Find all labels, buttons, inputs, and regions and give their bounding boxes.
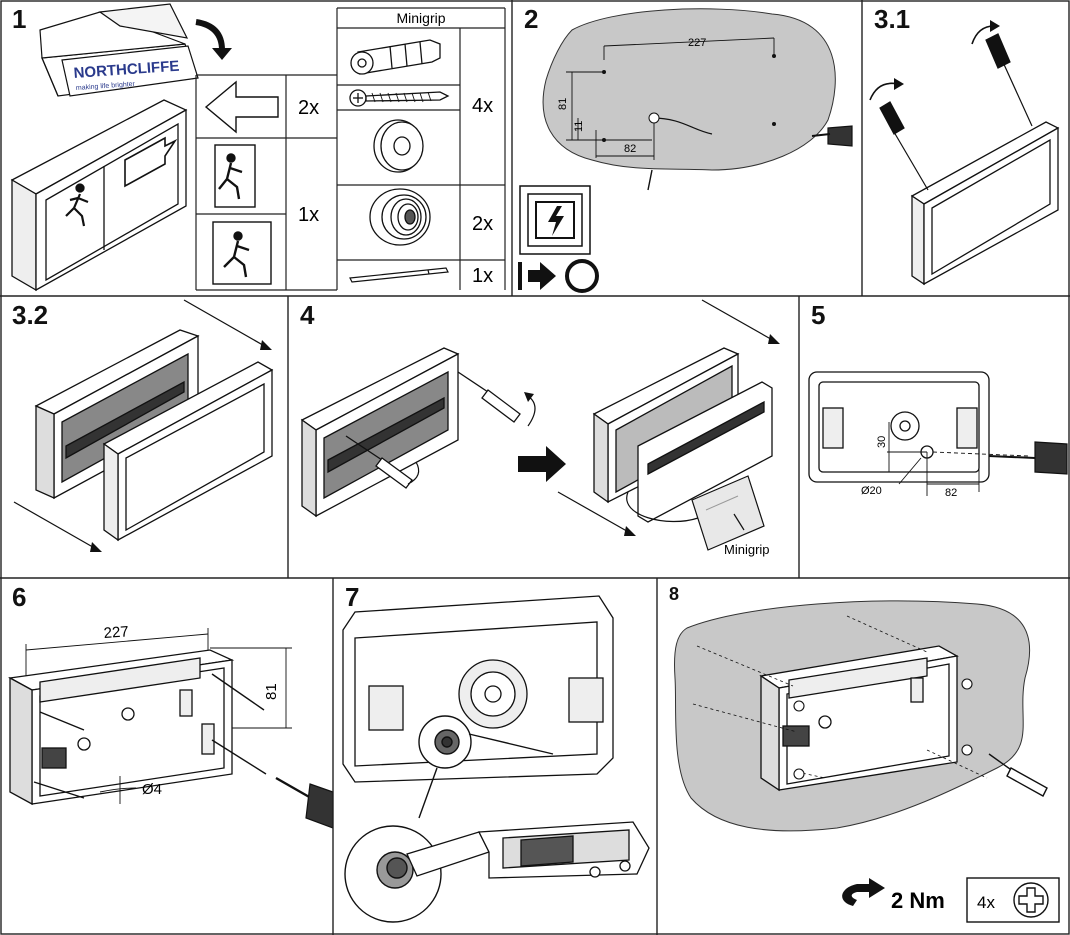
washer-icon bbox=[373, 119, 424, 173]
dim-82: 82 bbox=[624, 143, 636, 155]
next-arrow-icon bbox=[518, 446, 566, 482]
step-8-illustration: 2 Nm 4x bbox=[674, 600, 1060, 923]
step-5-illustration: 30 Ø20 82 bbox=[808, 371, 1068, 499]
dim-81: 81 bbox=[263, 683, 280, 700]
drill-icon bbox=[988, 441, 1068, 475]
qty-plugs-screws: 4x bbox=[472, 95, 493, 117]
dim-227: 227 bbox=[688, 37, 706, 49]
panel-step-5: 5 30 Ø20 82 bbox=[799, 296, 1070, 578]
panel-step-4: 4 bbox=[288, 296, 799, 578]
rod-icon bbox=[349, 267, 449, 283]
panel-step-2: 2 227 81 11 82 bbox=[512, 0, 862, 296]
dim-81: 81 bbox=[557, 98, 569, 110]
screwdriver-icon bbox=[988, 753, 1048, 797]
qty-screws: 4x bbox=[977, 893, 995, 912]
dim-11: 11 bbox=[573, 121, 585, 132]
rotate-arrow-icon bbox=[869, 82, 899, 101]
qty-pictos: 1x bbox=[298, 204, 319, 226]
panel-step-1: 1 NORTHCLIFFE making life brighter bbox=[0, 0, 512, 296]
grommet-icon bbox=[369, 188, 431, 246]
screw-icon bbox=[349, 89, 450, 107]
step-1-illustration: NORTHCLIFFE making life brighter bbox=[10, 3, 506, 292]
panel-step-3-1: 3.1 bbox=[862, 0, 1070, 296]
power-off-icon bbox=[518, 185, 599, 293]
step-6-illustration: 227 81 Ø4 bbox=[7, 623, 333, 829]
cutter-knife-icon bbox=[406, 821, 650, 879]
housing-back bbox=[808, 371, 990, 483]
rotate-arrow-icon bbox=[195, 19, 225, 51]
housing-open bbox=[7, 649, 235, 806]
dim-227: 227 bbox=[103, 623, 129, 642]
qty-arrows: 2x bbox=[298, 97, 319, 119]
dim-30: 30 bbox=[876, 436, 888, 448]
exit-sign-device bbox=[910, 121, 1060, 286]
minigrip-label: Minigrip bbox=[724, 542, 770, 557]
phillips-screw-icon bbox=[1013, 882, 1049, 918]
arrow-sign-icon bbox=[204, 80, 279, 134]
dim-20: Ø20 bbox=[861, 485, 882, 497]
torque-icon bbox=[842, 878, 885, 906]
wall-plug-icon bbox=[350, 39, 441, 75]
step-3-2-illustration bbox=[13, 299, 274, 552]
dim-4: Ø4 bbox=[142, 781, 162, 798]
housing-base bbox=[300, 347, 460, 518]
housing-back bbox=[342, 595, 614, 783]
drill-icon bbox=[275, 776, 333, 829]
qty-rod: 1x bbox=[472, 265, 493, 287]
step-7-illustration bbox=[342, 595, 650, 923]
qty-grommets: 2x bbox=[472, 213, 493, 235]
exit-sign-device bbox=[10, 99, 188, 292]
minigrip-title: Minigrip bbox=[396, 10, 445, 26]
panel-step-8: 8 bbox=[657, 578, 1070, 935]
step-3-1-illustration bbox=[869, 20, 1060, 286]
dim-82: 82 bbox=[945, 487, 957, 499]
step-4-illustration: Minigrip bbox=[300, 299, 780, 557]
panel-step-6: 6 227 81 Ø4 bbox=[0, 578, 333, 935]
torque-value: 2 Nm bbox=[891, 888, 945, 913]
panel-step-7: 7 bbox=[333, 578, 657, 935]
step-2-illustration: 227 81 11 82 bbox=[518, 8, 853, 293]
wall-area bbox=[542, 8, 836, 171]
panel-step-3-2: 3.2 bbox=[0, 296, 288, 578]
